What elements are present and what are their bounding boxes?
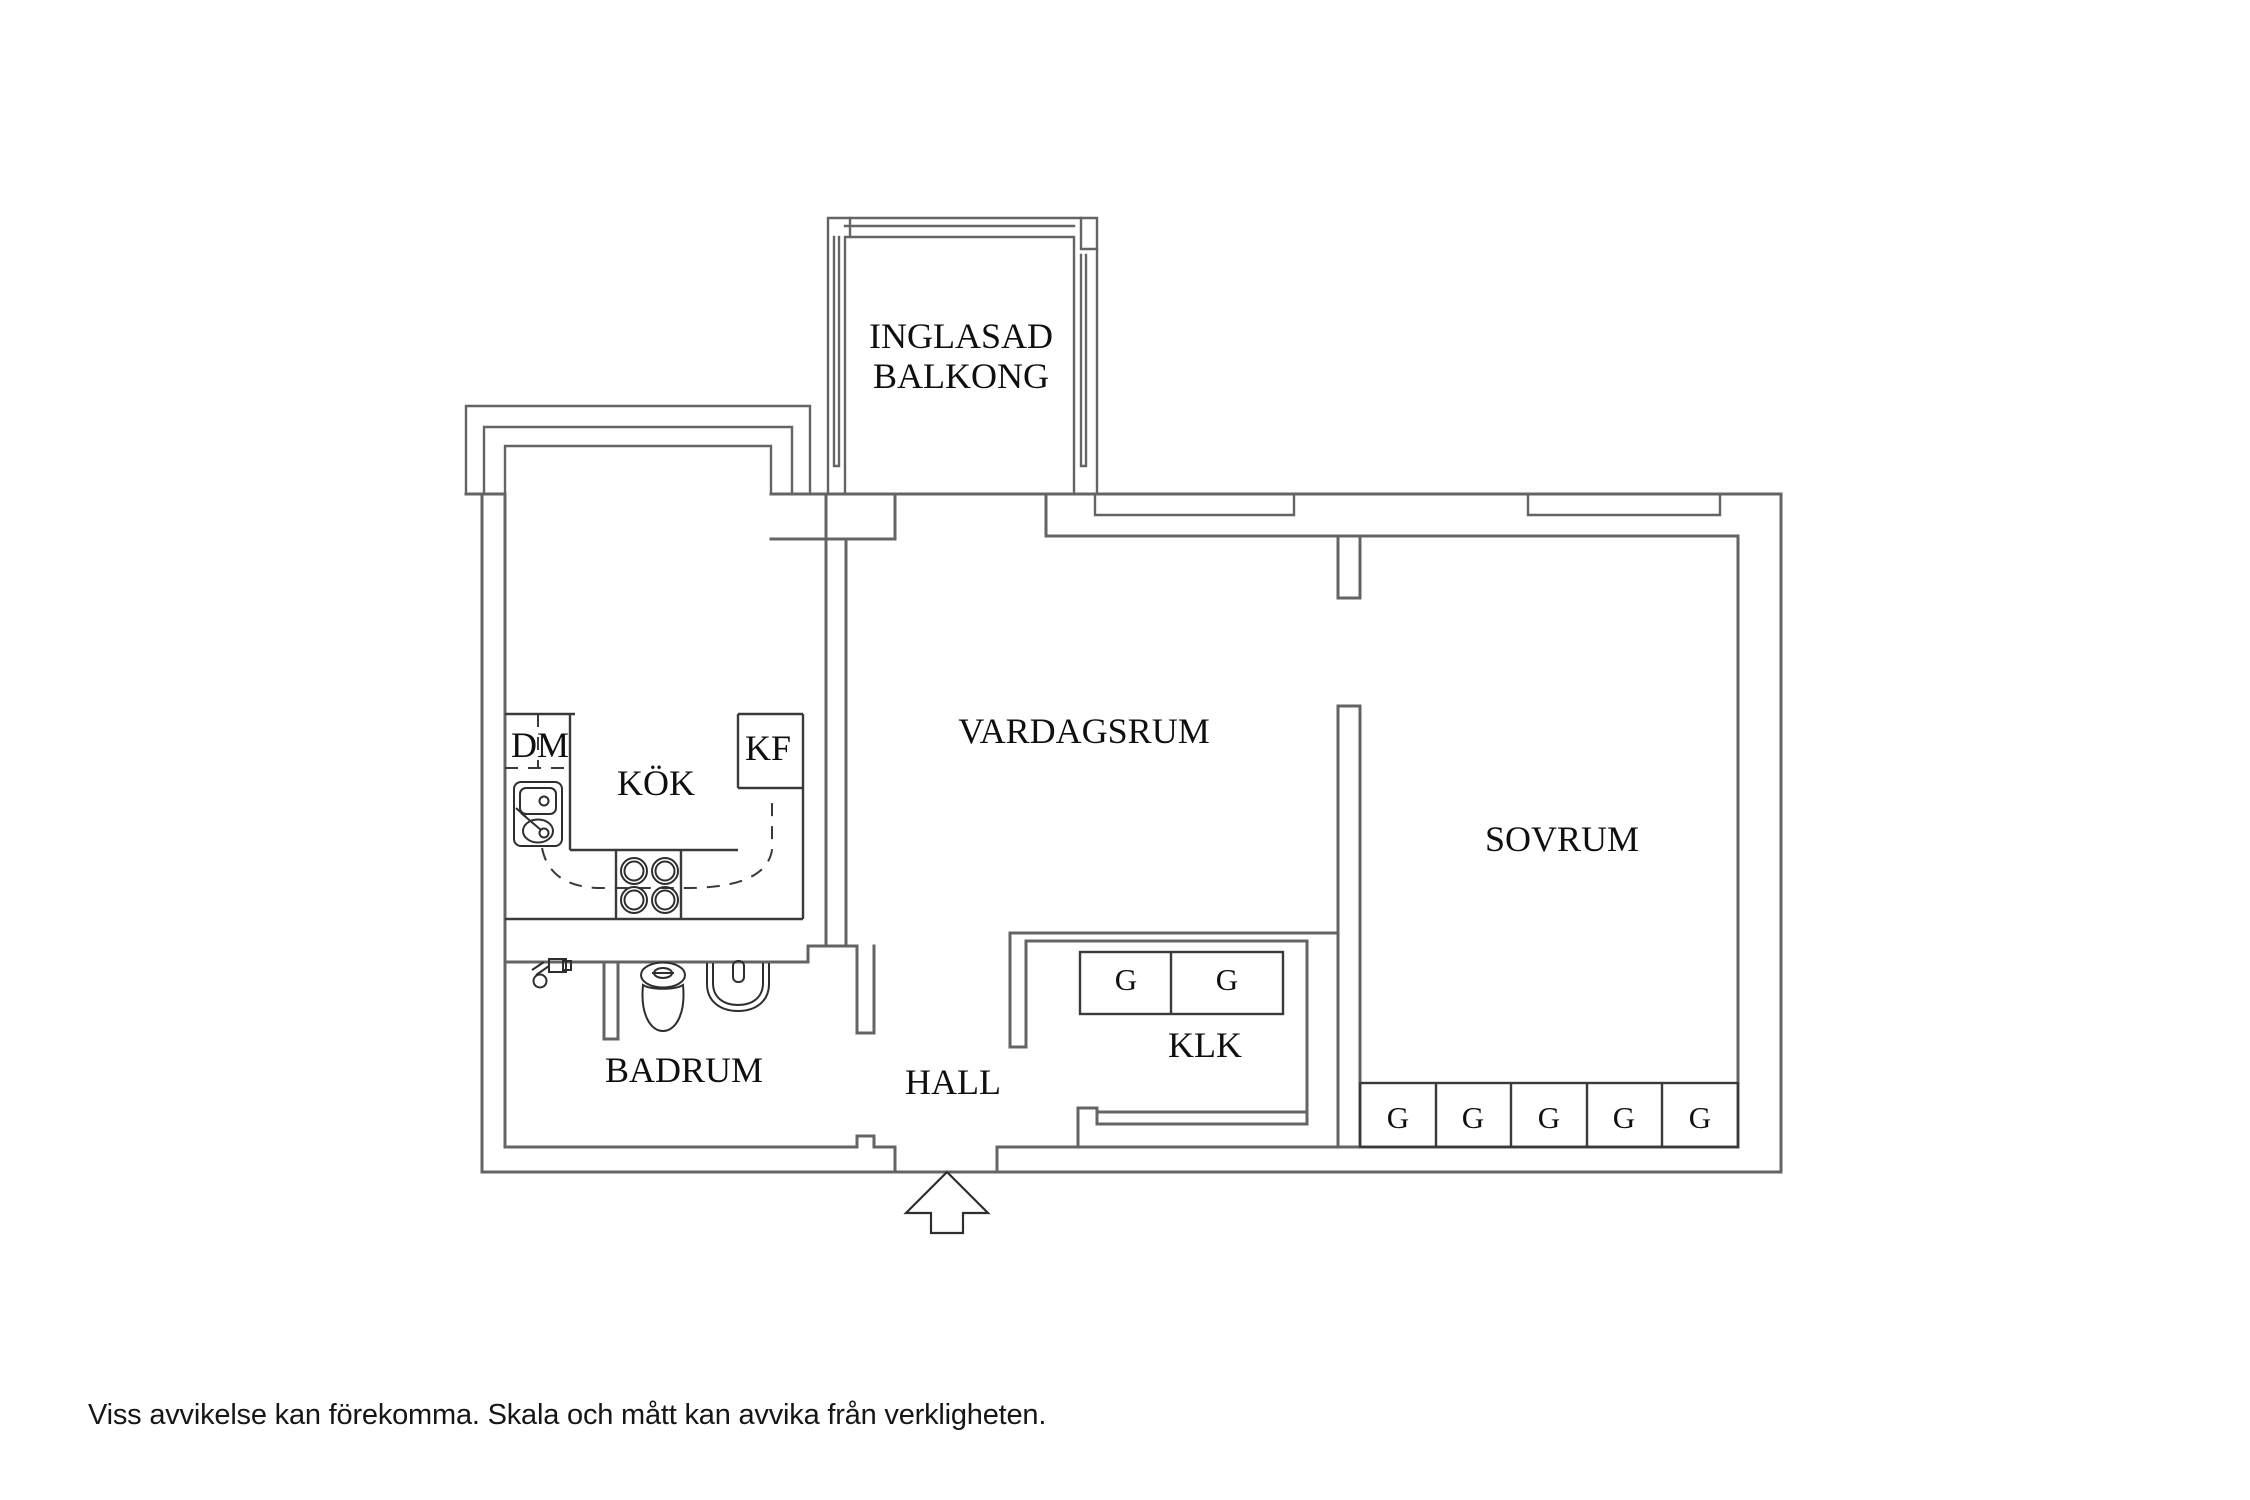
wardrobe-label: G <box>1216 962 1238 997</box>
wardrobe-label: G <box>1613 1100 1635 1135</box>
room-label-bedroom: SOVRUM <box>1485 819 1639 859</box>
entrance-arrow-icon <box>903 1170 991 1235</box>
room-label-closet: KLK <box>1168 1025 1242 1065</box>
living-room-window <box>1093 492 1296 517</box>
bedroom-wardrobes: G G G G G <box>1358 1081 1740 1149</box>
wardrobe-label: G <box>1462 1100 1484 1135</box>
balcony-label-line2: BALKONG <box>873 356 1049 396</box>
wardrobe-label: G <box>1538 1100 1560 1135</box>
dishwasher-area <box>505 714 570 769</box>
appliance-label-fridge-freezer: KF <box>745 728 791 768</box>
closet-wardrobes: G G <box>1078 950 1285 1016</box>
bathroom-fixtures <box>531 958 770 1033</box>
room-label-hall: HALL <box>905 1062 1001 1102</box>
balcony-label-line1: INGLASAD <box>869 316 1053 356</box>
appliance-label-dishwasher: DM <box>511 725 569 765</box>
stove-icon <box>614 850 683 919</box>
room-label-kitchen: KÖK <box>617 763 695 803</box>
room-label-living-room: VARDAGSRUM <box>958 711 1209 751</box>
exterior-walls <box>464 492 1783 1174</box>
bedroom-window <box>1526 492 1722 517</box>
room-label-bathroom: BADRUM <box>605 1050 763 1090</box>
wardrobe-label: G <box>1387 1100 1409 1135</box>
fridge-freezer-box <box>736 714 803 790</box>
toilet-icon <box>640 961 686 1033</box>
kitchen-counter <box>505 712 805 921</box>
balcony: INGLASAD BALKONG <box>826 216 1099 496</box>
wardrobe-label: G <box>1689 1100 1711 1135</box>
washbasin-icon <box>706 960 770 1013</box>
faucet-icon <box>531 958 572 989</box>
kitchen-sink-icon <box>513 781 563 847</box>
kitchen-bay-window <box>464 404 812 496</box>
room-labels: VARDAGSRUM KÖK SOVRUM BADRUM HALL KLK DM… <box>511 711 1639 1102</box>
interior-walls <box>503 492 1362 1149</box>
wardrobe-label: G <box>1115 962 1137 997</box>
disclaimer-text: Viss avvikelse kan förekomma. Skala och … <box>88 1399 1046 1431</box>
